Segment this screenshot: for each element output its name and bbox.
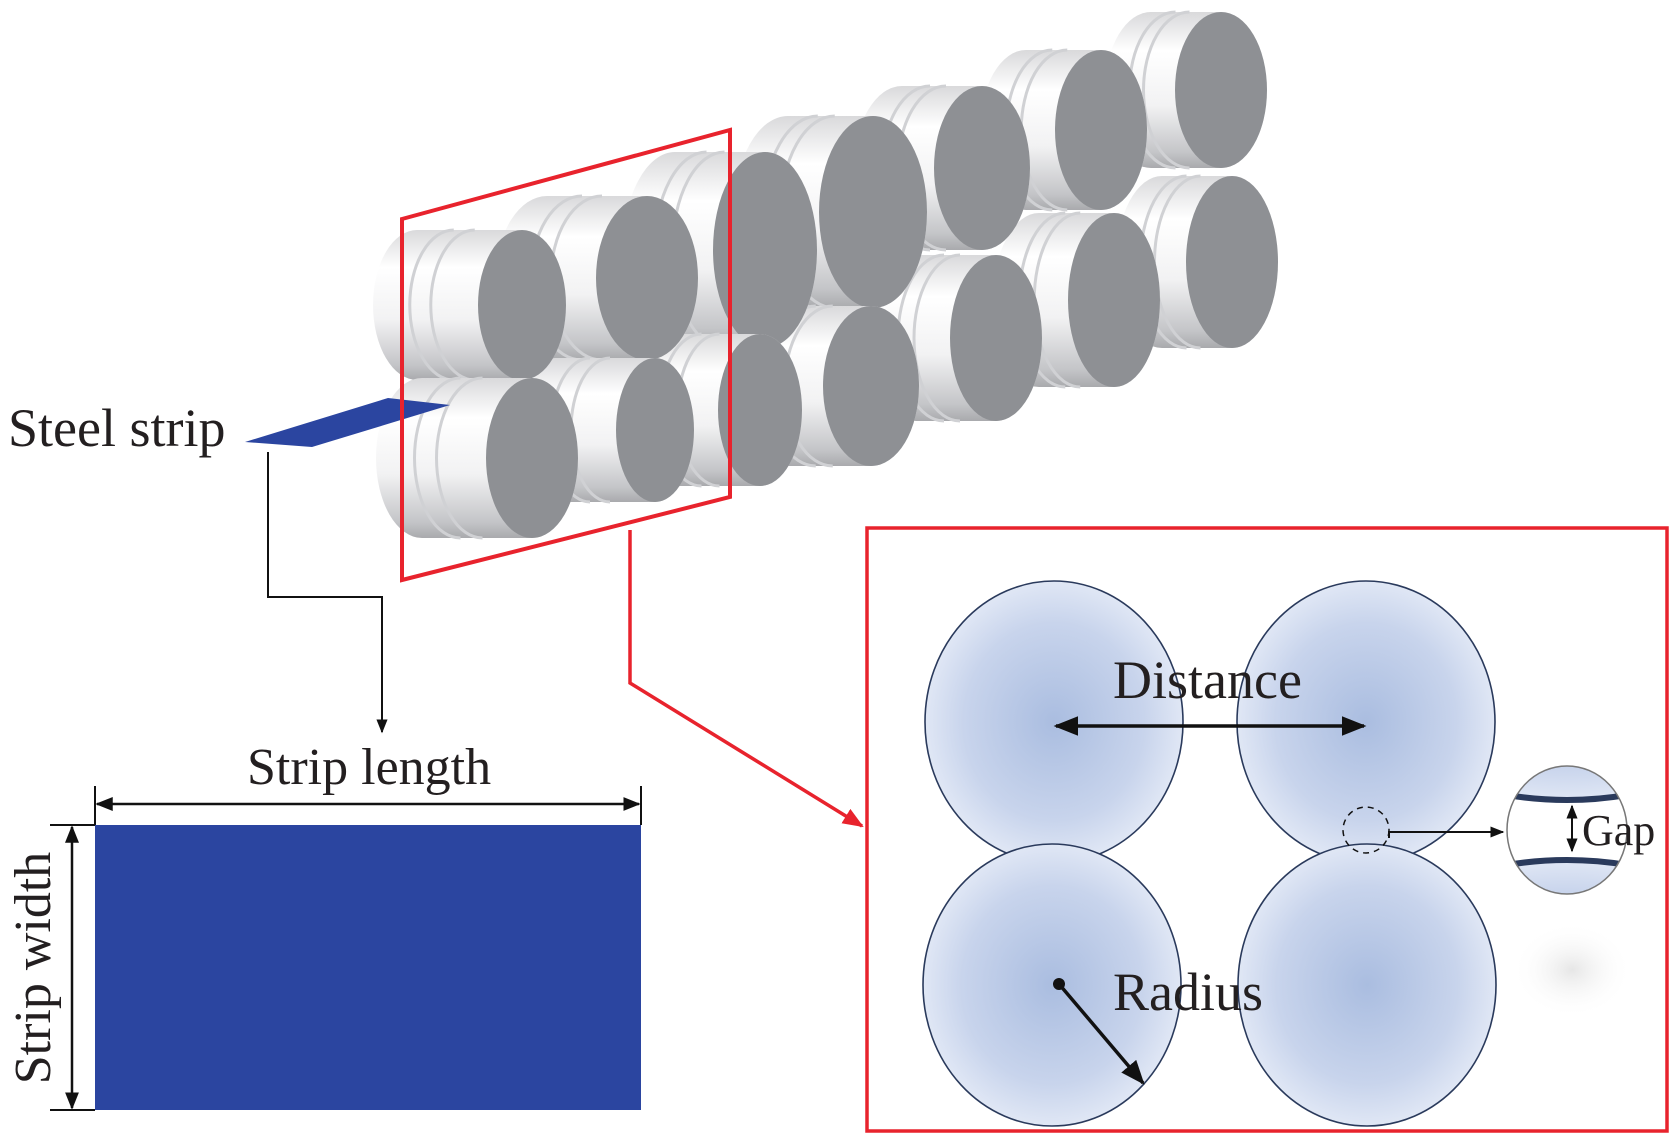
roll-groove	[1142, 10, 1190, 170]
roll-face	[1068, 213, 1160, 387]
roll-face	[819, 116, 927, 308]
detail-leader-line	[628, 530, 864, 828]
radius-label: Radius	[1113, 962, 1263, 1022]
gap-leader-line	[1388, 826, 1505, 838]
roll-section-top-right	[1236, 580, 1496, 864]
highlight-frame	[400, 127, 732, 583]
gap-focus-circle	[1342, 806, 1390, 854]
roll-groove	[912, 253, 961, 423]
roll-face	[950, 255, 1042, 421]
strip-leader-line	[267, 452, 388, 734]
radius-arrow	[1057, 982, 1145, 1085]
roll-face	[596, 196, 698, 360]
roll-groove	[408, 228, 454, 382]
roll-face	[486, 378, 578, 538]
roll-section-bottom-right	[1237, 843, 1497, 1127]
strip-length-label: Strip length	[247, 739, 491, 796]
roll-cylinder	[376, 376, 578, 540]
blob-shadow	[1512, 922, 1632, 1018]
distance-label: Distance	[1113, 650, 1302, 710]
roll-cylinder	[993, 211, 1160, 389]
gap-magnifier-rim	[1506, 765, 1628, 895]
roll-groove	[413, 376, 461, 540]
gap-magnifier: Gap	[1506, 765, 1655, 895]
roll-face	[616, 358, 694, 502]
roll-face	[1175, 12, 1267, 168]
roll-face	[823, 306, 919, 466]
roll-face	[718, 334, 802, 486]
roll-groove	[435, 376, 483, 540]
strip-width-label: Strip width	[5, 852, 62, 1085]
roll-groove	[429, 228, 475, 382]
roll-face	[478, 230, 566, 380]
gap-label: Gap	[1582, 806, 1655, 855]
roll-face	[713, 152, 817, 348]
roll-array-3d	[373, 10, 1278, 540]
steel-strip-3d	[245, 398, 450, 447]
roll-face	[1055, 50, 1147, 210]
roll-section-top-left	[924, 580, 1184, 864]
roll-face	[1186, 176, 1278, 348]
roll-face	[934, 86, 1030, 250]
steel-strip-label: Steel strip	[8, 398, 225, 458]
cross-section-view: Distance Radius Gap	[922, 580, 1655, 1127]
steel-strip-flat	[95, 825, 641, 1110]
roll-section-bottom-left	[922, 843, 1182, 1127]
roll-cylinder	[373, 228, 566, 382]
